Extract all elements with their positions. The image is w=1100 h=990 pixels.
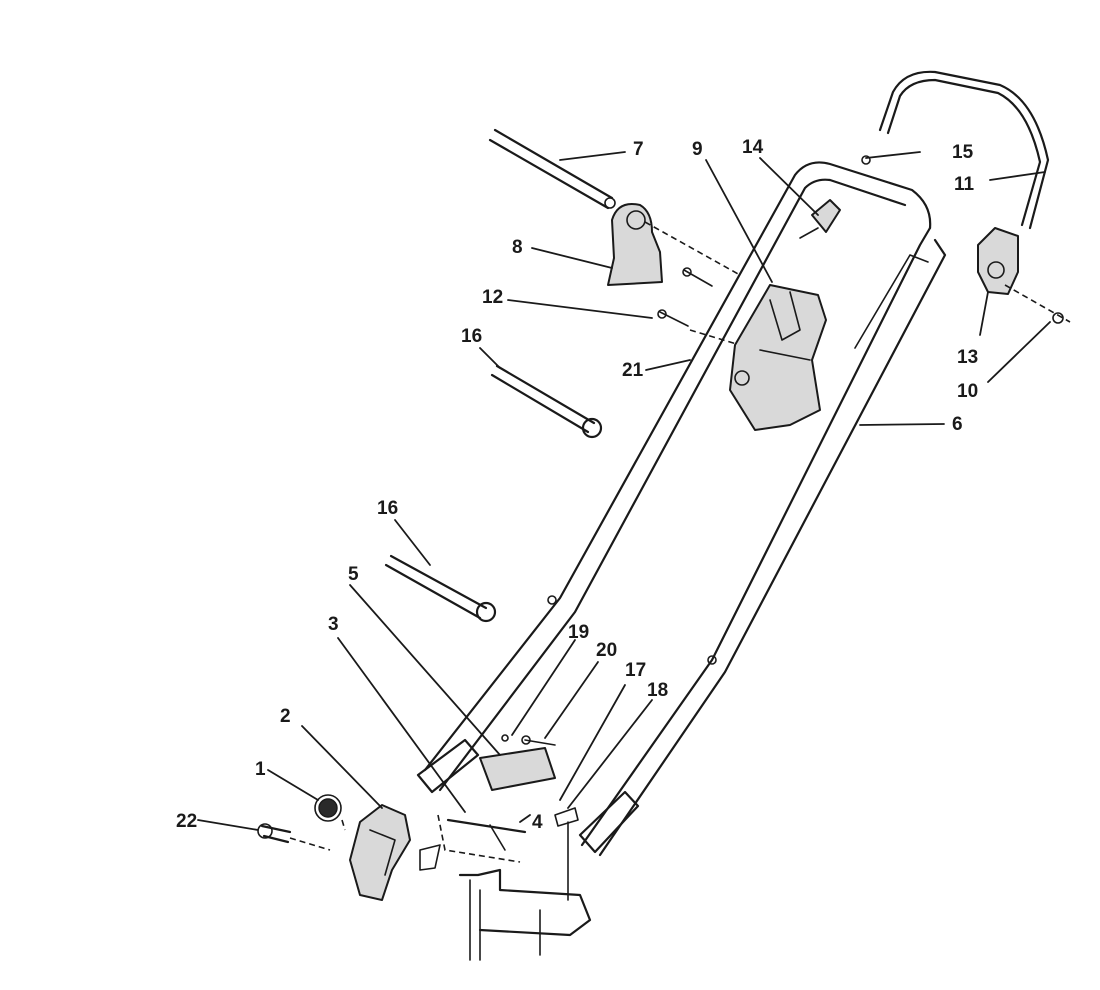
callout-21: 21 [622,360,644,381]
callout-6: 6 [952,414,963,435]
callout-16-lower: 16 [377,498,398,519]
callout-22: 22 [176,811,197,832]
rod-7 [488,128,616,210]
callout-14: 14 [742,137,764,158]
callout-1: 1 [255,759,266,780]
callout-18: 18 [647,680,668,701]
lower-mechanism [437,734,592,961]
bracket-8 [607,203,741,286]
rod-16-lower [384,554,497,623]
callout-13: 13 [957,347,978,368]
upper-bail [878,70,1050,230]
wheel-adjuster [257,794,441,901]
callout-19: 19 [568,622,589,643]
nut-15 [861,155,871,165]
callout-12: 12 [482,287,503,308]
callout-11: 11 [954,174,975,195]
callout-7: 7 [633,139,644,160]
callout-17: 17 [625,660,646,681]
callout-16-upper: 16 [461,326,482,347]
callout-numbers: 1 2 3 4 5 6 7 8 9 10 11 12 13 14 15 16 1… [176,137,978,833]
bolt-12 [657,267,741,346]
handle-frame [416,161,947,857]
callout-20: 20 [596,640,617,661]
callout-2: 2 [280,706,291,727]
rod-16-upper [490,364,603,439]
clip-14 [799,199,841,239]
callout-8: 8 [512,237,523,258]
callout-9: 9 [692,139,703,160]
callout-4: 4 [532,812,543,833]
callout-10: 10 [957,381,978,402]
leader-lines [197,151,1051,831]
callout-5: 5 [348,564,359,585]
bracket-13 [977,227,1071,324]
callout-3: 3 [328,614,339,635]
control-housing [729,284,827,431]
callout-15: 15 [952,142,974,163]
